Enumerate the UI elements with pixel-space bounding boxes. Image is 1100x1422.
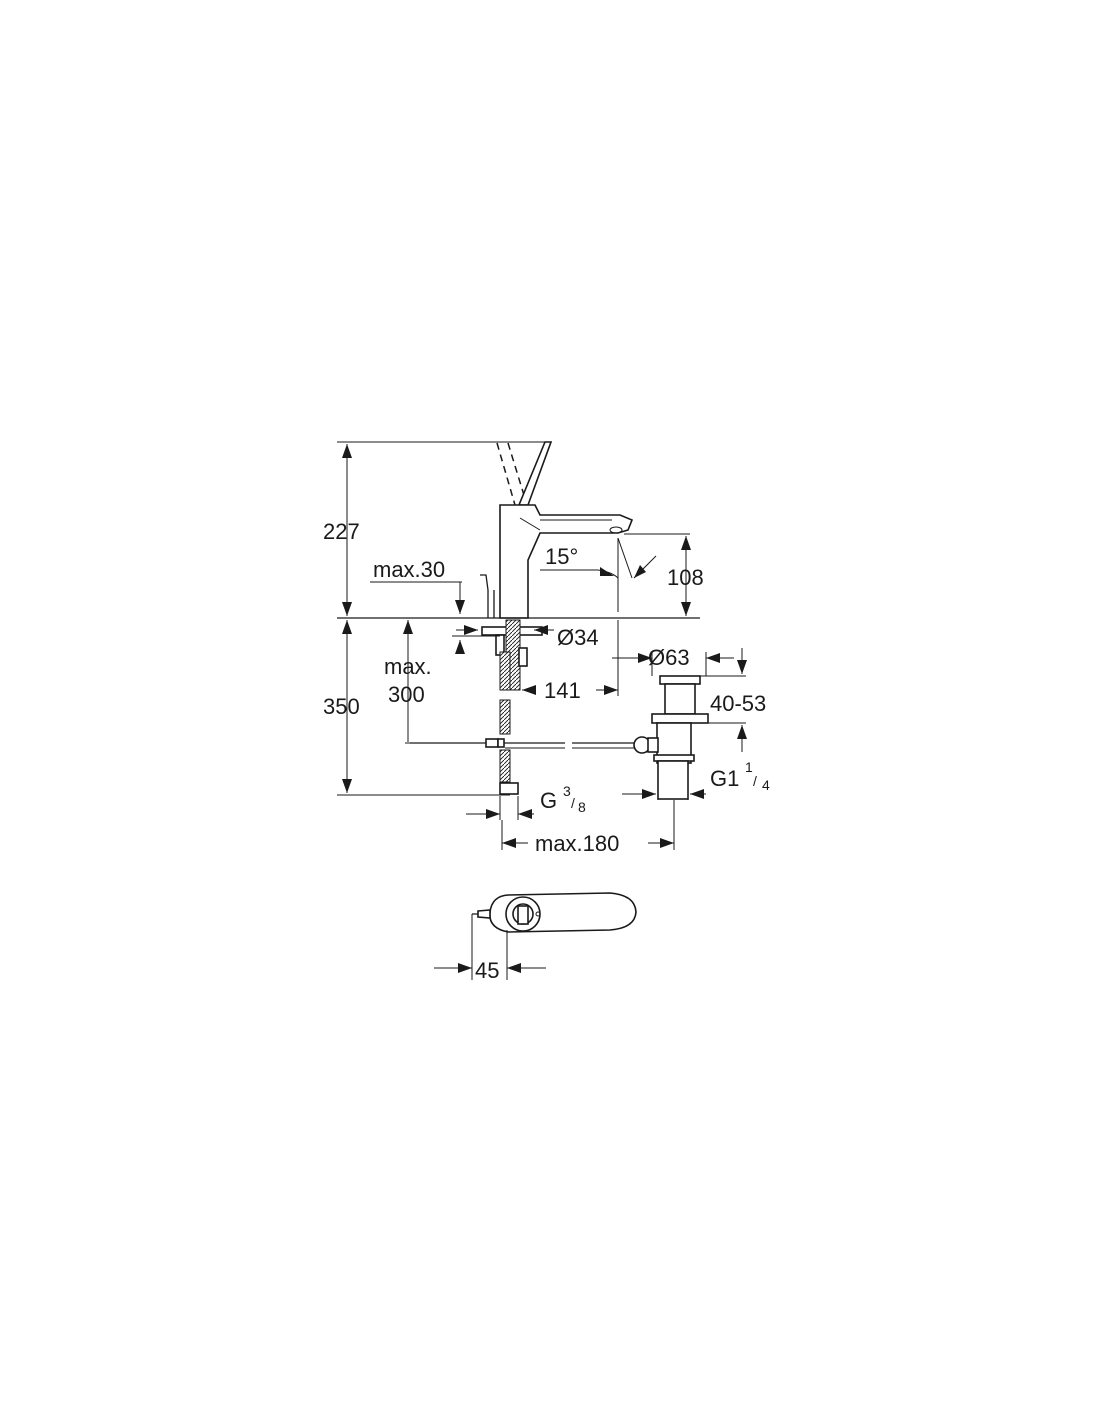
dim-supply-connection-label: G 3 / 8 [540,783,586,815]
dimensions [337,444,747,850]
top-view-indicator [535,911,541,917]
drain-neck [664,683,696,715]
flex-hose-lower [499,699,511,735]
dim-max180-label: max.180 [535,831,619,856]
svg-text:G: G [540,788,557,813]
dim-tap-hole-label: Ø34 [557,625,599,650]
water-stream [617,537,633,579]
rod-clamp [485,738,499,748]
lever-raised-outline [496,442,516,506]
svg-text:/: / [571,795,575,811]
dim-waste-connection-label: G1 1 / 4 [710,759,770,793]
dim-227-label: 227 [323,519,360,544]
faucet-top-view [472,892,637,933]
dim-141-label: 141 [544,678,581,703]
dim-max30-label: max.30 [373,557,445,582]
svg-text:8: 8 [578,799,586,815]
dim-max300-label-line1: max. [384,654,432,679]
faucet-side-view [480,441,634,619]
hose-nut [499,782,519,795]
lever-blade [517,441,553,506]
dim-angle-label: 15° [545,544,578,569]
drain-tail [657,760,689,800]
dim-108-label: 108 [667,565,704,590]
dim-40-53-label: 40-53 [710,691,766,716]
popup-pivot [647,737,659,753]
flex-hose-upper [499,651,511,691]
svg-text:4: 4 [762,777,770,793]
drain-head [659,675,701,685]
svg-text:/: / [753,773,757,789]
dim-max300-label-line2: 300 [388,682,425,707]
svg-text:G1: G1 [710,766,739,791]
svg-text:1: 1 [745,759,753,775]
dim-45-label: 45 [475,958,499,983]
rod-clamp-2 [497,738,505,748]
top-view-popup-knob [477,909,491,919]
spout-edge-2 [519,517,541,531]
shank-clip [518,647,528,667]
popup-rod [480,574,489,618]
drain-ring [653,754,695,762]
flex-hose-bottom [499,749,511,783]
svg-text:3: 3 [563,783,571,799]
dim-drain-diameter-label: Ø63 [648,645,690,670]
top-view-dimension [434,914,546,980]
top-view-lever-stub [517,905,529,925]
aerator [609,526,623,534]
drain-flange [651,713,709,724]
dim-350-label: 350 [323,694,360,719]
